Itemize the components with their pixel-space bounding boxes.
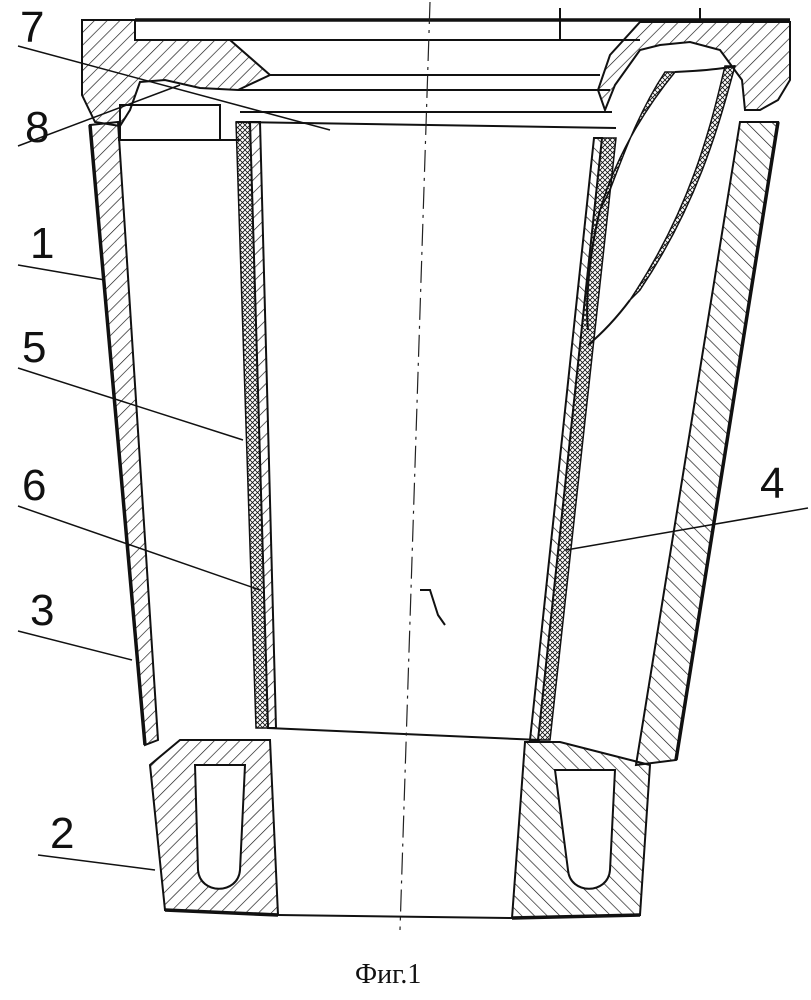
label-3: 3 xyxy=(30,586,54,635)
label-1: 1 xyxy=(30,219,54,268)
outer-shell xyxy=(90,122,778,765)
bottom-ring xyxy=(150,740,650,918)
figure-caption: Фиг.1 xyxy=(355,959,421,990)
label-2: 2 xyxy=(50,809,74,858)
top-flange xyxy=(82,8,790,140)
label-4: 4 xyxy=(760,459,784,508)
axis-tick xyxy=(420,590,445,625)
label-5: 5 xyxy=(22,323,46,372)
label-6: 6 xyxy=(22,461,46,510)
inner-tube xyxy=(236,122,616,740)
label-8: 8 xyxy=(25,103,49,152)
label-7: 7 xyxy=(20,3,44,52)
centre-axis xyxy=(400,2,430,930)
